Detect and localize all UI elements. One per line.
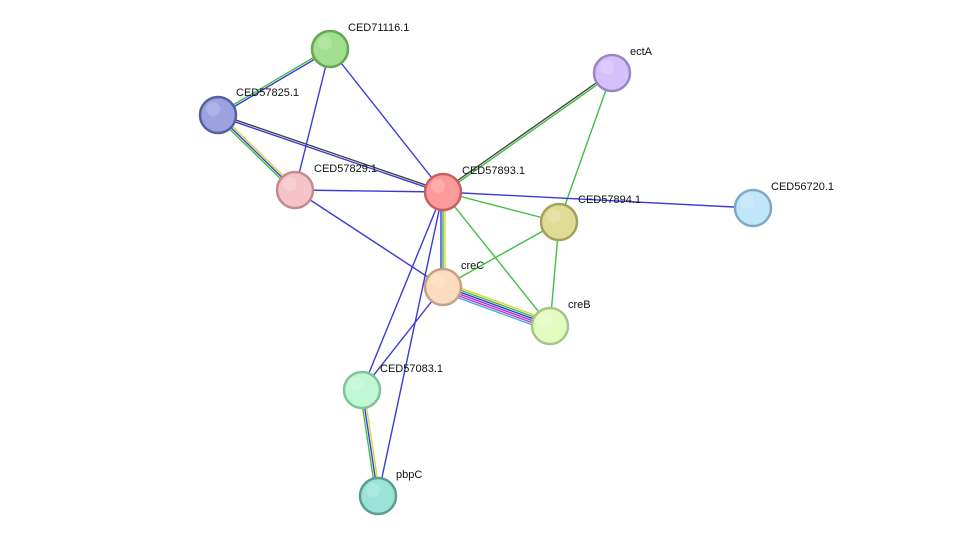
edge-CED57893.1-creB bbox=[442, 191, 551, 327]
edge-line-blue bbox=[217, 115, 443, 194]
node-highlight bbox=[283, 177, 297, 191]
edge-CED57825.1-CED57893.1 bbox=[217, 113, 444, 194]
node-label: CED57893.1 bbox=[462, 165, 525, 177]
node-highlight bbox=[431, 274, 445, 288]
edge-line-black bbox=[218, 113, 444, 192]
edge-line-black bbox=[442, 71, 612, 192]
edge-CED71116.1-CED57893.1 bbox=[329, 48, 444, 193]
edge-line-green bbox=[217, 47, 330, 115]
edge-line-blue bbox=[377, 191, 444, 497]
node-creC[interactable]: creC bbox=[423, 260, 484, 307]
edge-CED57893.1-pbpC bbox=[377, 191, 444, 497]
edge-line-green bbox=[442, 191, 560, 223]
node-label: CED57083.1 bbox=[380, 363, 443, 375]
node-label: creB bbox=[568, 299, 591, 311]
node-highlight bbox=[206, 102, 220, 116]
edge-CED57893.1-CED56720.1 bbox=[442, 191, 754, 209]
edge-CED57893.1-CED57083.1 bbox=[361, 191, 444, 391]
edge-line-blue bbox=[442, 191, 754, 209]
edge-CED57829.1-creC bbox=[294, 189, 444, 288]
node-circle[interactable] bbox=[539, 202, 579, 242]
edge-line-green bbox=[558, 72, 613, 223]
edge-line-blue bbox=[294, 189, 444, 193]
node-highlight bbox=[600, 60, 614, 74]
node-label: CED71116.1 bbox=[348, 22, 409, 34]
edge-line-blue bbox=[294, 48, 331, 191]
node-highlight bbox=[350, 377, 364, 391]
node-highlight bbox=[318, 36, 332, 50]
node-circle[interactable] bbox=[310, 29, 350, 69]
node-pbpC[interactable]: pbpC bbox=[358, 469, 422, 516]
node-highlight bbox=[366, 483, 380, 497]
edge-creC-CED57083.1 bbox=[361, 286, 444, 391]
edge-line-blue bbox=[218, 49, 331, 117]
edge-CED71116.1-CED57829.1 bbox=[294, 48, 331, 191]
edge-line-yellow bbox=[444, 281, 552, 322]
edge-CED71116.1-CED57825.1 bbox=[217, 47, 331, 117]
edge-line-blue bbox=[329, 48, 444, 193]
node-circle[interactable] bbox=[733, 188, 773, 228]
node-circle[interactable] bbox=[342, 370, 382, 410]
node-label: CED57825.1 bbox=[236, 87, 299, 99]
node-label: CED57829.1 bbox=[314, 163, 377, 175]
node-creB[interactable]: creB bbox=[530, 299, 591, 346]
node-CED57829.1[interactable]: CED57829.1 bbox=[275, 163, 377, 210]
node-circle[interactable] bbox=[592, 53, 632, 93]
node-circle[interactable] bbox=[275, 170, 315, 210]
node-CED57825.1[interactable]: CED57825.1 bbox=[198, 87, 299, 135]
node-label: pbpC bbox=[396, 469, 422, 481]
edge-CED57829.1-CED57893.1 bbox=[294, 189, 444, 193]
edge-line-green bbox=[442, 221, 560, 288]
edge-line-green bbox=[443, 73, 613, 194]
node-CED71116.1[interactable]: CED71116.1 bbox=[310, 22, 409, 69]
node-label: ectA bbox=[630, 46, 653, 58]
node-ectA[interactable]: ectA bbox=[592, 46, 653, 93]
node-circle[interactable] bbox=[530, 306, 570, 346]
node-CED57894.1[interactable]: CED57894.1 bbox=[539, 194, 641, 242]
node-highlight bbox=[741, 195, 755, 209]
edge-CED57894.1-creC bbox=[442, 221, 560, 288]
node-label: CED57894.1 bbox=[578, 194, 641, 206]
edge-line-green bbox=[442, 191, 551, 327]
node-circle[interactable] bbox=[358, 476, 398, 516]
edge-line-blue bbox=[294, 189, 444, 288]
node-highlight bbox=[547, 209, 561, 223]
edge-line-blue bbox=[361, 191, 444, 391]
node-highlight bbox=[538, 313, 552, 327]
node-CED56720.1[interactable]: CED56720.1 bbox=[733, 181, 834, 228]
node-circle[interactable] bbox=[423, 267, 463, 307]
edge-ectA-CED57894.1 bbox=[558, 72, 613, 223]
edge-CED57893.1-CED57894.1 bbox=[442, 191, 560, 223]
node-circle[interactable] bbox=[423, 172, 463, 212]
node-label: CED56720.1 bbox=[771, 181, 834, 193]
node-CED57083.1[interactable]: CED57083.1 bbox=[342, 363, 443, 410]
edge-line-blue bbox=[361, 286, 444, 391]
node-highlight bbox=[431, 179, 445, 193]
node-CED57893.1[interactable]: CED57893.1 bbox=[423, 165, 525, 212]
edge-layer bbox=[216, 47, 754, 497]
edge-line-cyan bbox=[441, 291, 549, 332]
edge-ectA-CED57893.1 bbox=[442, 71, 613, 194]
node-label: creC bbox=[461, 260, 484, 272]
node-circle[interactable] bbox=[198, 95, 238, 135]
